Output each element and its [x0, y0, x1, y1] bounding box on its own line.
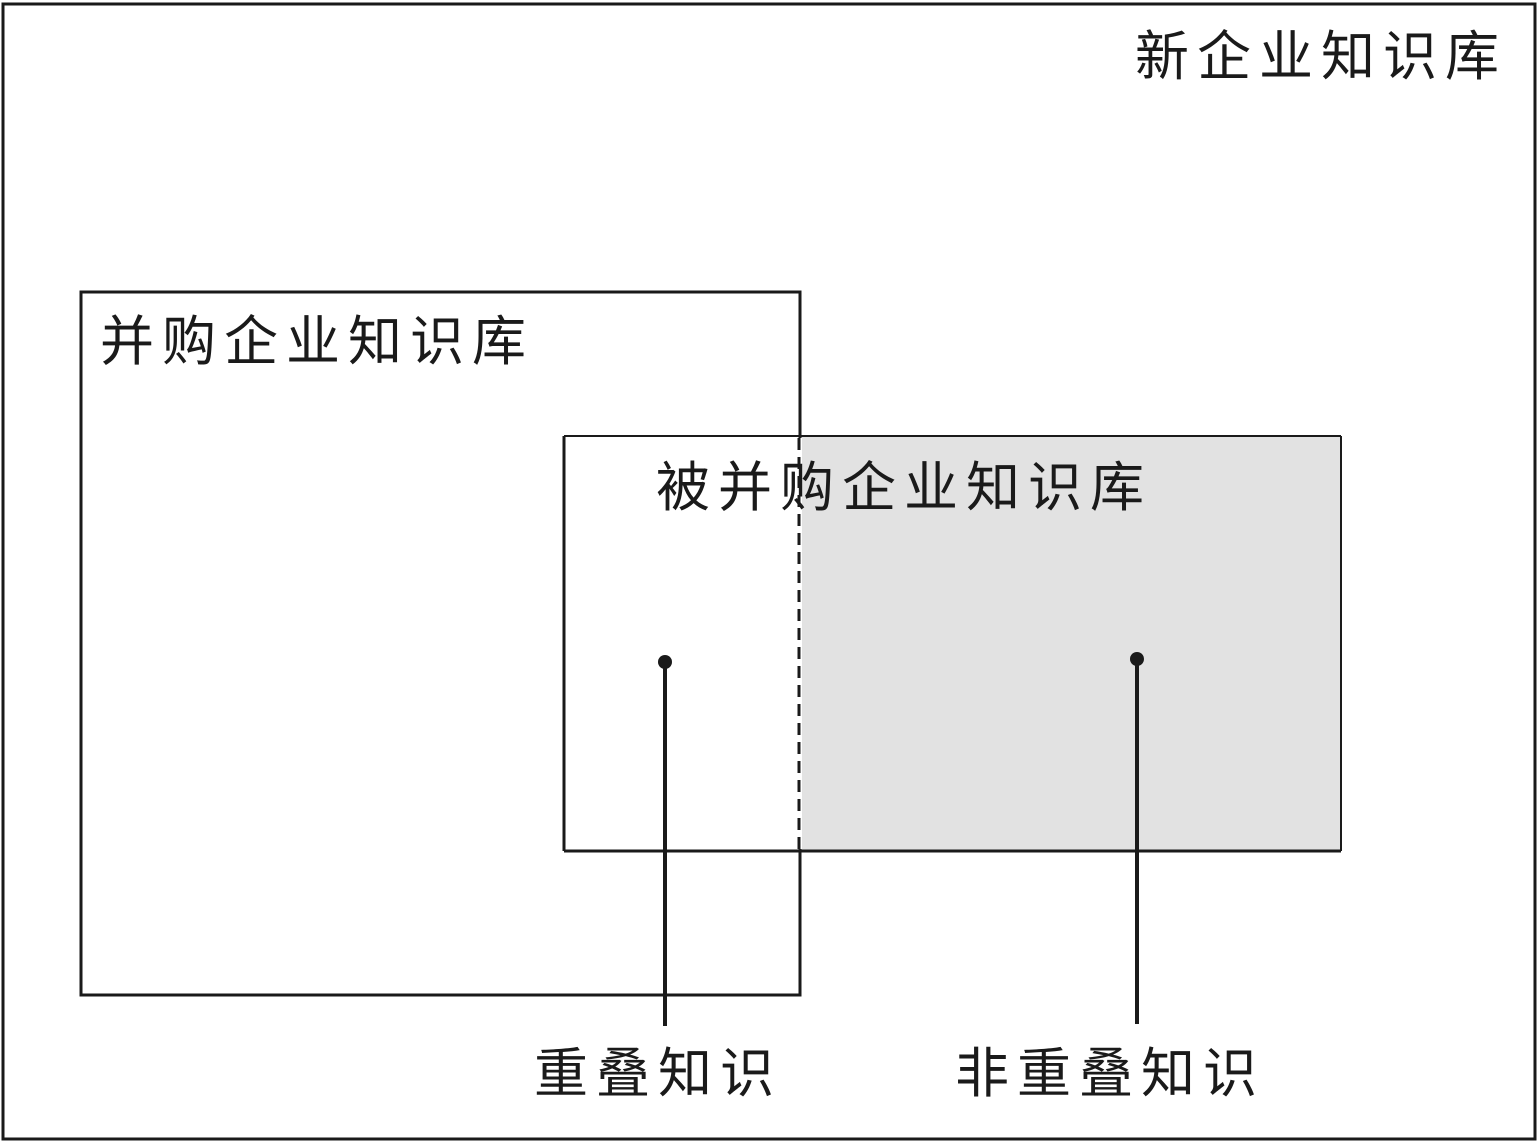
overlap-pointer-dot	[658, 655, 672, 669]
outer-box-label: 新企业知识库	[1135, 25, 1507, 88]
non-overlap-pointer-dot	[1130, 652, 1144, 666]
non-overlap-label: 非重叠知识	[955, 1042, 1265, 1105]
divider-mask	[797, 438, 802, 849]
acquirer-box-label: 并购企业知识库	[100, 310, 534, 373]
overlap-label: 重叠知识	[534, 1042, 782, 1105]
non-overlap-region	[799, 436, 1341, 851]
acquired-box-label: 被并购企业知识库	[656, 456, 1152, 519]
